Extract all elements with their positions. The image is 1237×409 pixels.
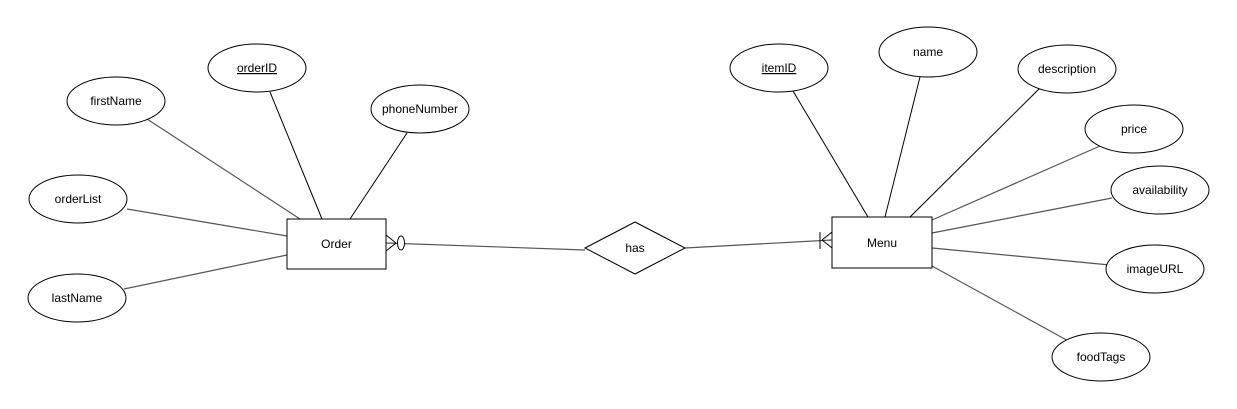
attribute-lastname-label: lastName <box>52 291 103 305</box>
attribute-firstname[interactable]: firstName <box>66 76 166 126</box>
attribute-description[interactable]: description <box>1017 44 1117 94</box>
connector-order-has <box>385 242 586 251</box>
relationship-has[interactable]: has <box>583 221 687 275</box>
connector-availability <box>931 197 1113 234</box>
relationship-connectors <box>385 239 833 251</box>
attribute-lastname[interactable]: lastName <box>27 273 127 323</box>
attribute-name[interactable]: name <box>878 26 978 78</box>
attribute-orderlist-label: orderList <box>55 192 102 206</box>
connector-imageurl <box>931 247 1111 266</box>
attribute-availability[interactable]: availability <box>1110 165 1210 215</box>
attribute-phonenumber[interactable]: phoneNumber <box>370 84 470 134</box>
entity-order-label: Order <box>321 237 352 251</box>
connector-firstname <box>146 118 301 220</box>
connector-phonenumber <box>349 132 408 220</box>
attribute-price[interactable]: price <box>1084 104 1184 154</box>
relationship-has-label: has <box>625 241 644 255</box>
connector-orderlist <box>126 208 288 237</box>
attribute-firstname-label: firstName <box>90 94 142 108</box>
connector-has-menu <box>684 239 833 249</box>
attribute-foodtags[interactable]: foodTags <box>1051 332 1151 382</box>
entity-menu[interactable]: Menu <box>831 216 933 269</box>
zero-or-many-notation <box>385 234 405 252</box>
attribute-orderlist[interactable]: orderList <box>28 174 128 224</box>
attribute-imageurl[interactable]: imageURL <box>1105 244 1205 294</box>
order-attribute-connectors <box>123 91 408 290</box>
connector-name <box>884 76 921 218</box>
connector-price <box>931 145 1101 221</box>
attribute-orderid-label: orderID <box>237 61 277 75</box>
attribute-description-label: description <box>1038 62 1096 76</box>
connector-foodtags <box>931 265 1073 344</box>
attribute-itemid-label: itemID <box>762 61 797 75</box>
attribute-availability-label: availability <box>1132 183 1187 197</box>
attribute-name-label: name <box>913 45 943 59</box>
connector-description <box>909 87 1041 218</box>
attribute-price-label: price <box>1121 122 1147 136</box>
connector-lastname <box>123 254 288 290</box>
attribute-foodtags-label: foodTags <box>1077 350 1126 364</box>
connector-itemid <box>792 90 869 218</box>
attribute-phonenumber-label: phoneNumber <box>382 102 458 116</box>
attribute-orderid[interactable]: orderID <box>207 43 307 93</box>
entity-order[interactable]: Order <box>286 218 387 270</box>
menu-attribute-connectors <box>792 76 1113 344</box>
entity-menu-label: Menu <box>867 236 897 250</box>
one-or-many-notation <box>819 231 833 249</box>
attribute-imageurl-label: imageURL <box>1127 262 1184 276</box>
attribute-itemid[interactable]: itemID <box>729 43 829 93</box>
connector-orderid <box>269 91 323 220</box>
